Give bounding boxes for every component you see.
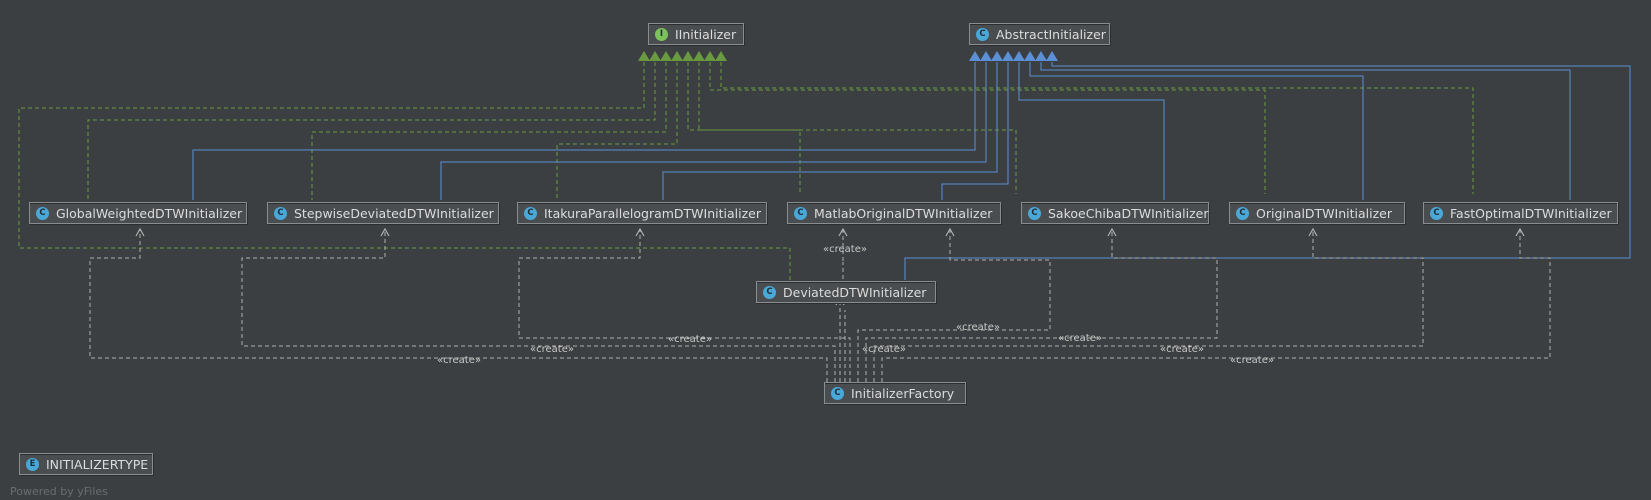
create-edges xyxy=(89,229,1551,382)
class-name: DeviatedDTWInitializer xyxy=(783,284,927,300)
class-node-original[interactable]: C OriginalDTWInitializer xyxy=(1229,202,1405,224)
create-arrowheads xyxy=(135,227,1525,306)
class-node-stepwise-deviated[interactable]: C StepwiseDeviatedDTWInitializer xyxy=(267,202,499,224)
class-node-sakoe-chiba[interactable]: C SakoeChibaDTWInitializer xyxy=(1021,202,1209,224)
class-node-abstract-initializer[interactable]: C AbstractInitializer xyxy=(969,23,1110,45)
class-name: FastOptimalDTWInitializer xyxy=(1450,205,1612,221)
class-icon: C xyxy=(1236,206,1249,220)
class-icon: C xyxy=(976,27,989,41)
implements-arrowheads xyxy=(638,51,727,61)
class-name: AbstractInitializer xyxy=(996,26,1106,42)
enum-name: INITIALIZERTYPE xyxy=(46,456,149,472)
class-icon: C xyxy=(763,285,776,299)
class-node-initializer-factory[interactable]: C InitializerFactory xyxy=(824,382,966,404)
class-icon: C xyxy=(1430,206,1443,220)
class-node-iinitializer[interactable]: I IInitializer xyxy=(648,23,744,45)
implements-edges xyxy=(18,62,1474,280)
class-icon: C xyxy=(36,206,49,220)
create-label: «create» xyxy=(437,355,481,366)
class-name: InitializerFactory xyxy=(851,385,955,401)
create-label: «create» xyxy=(862,344,906,355)
extends-arrowheads xyxy=(969,51,1058,61)
class-name: OriginalDTWInitializer xyxy=(1256,205,1392,221)
class-icon: C xyxy=(524,206,537,220)
class-name: StepwiseDeviatedDTWInitializer xyxy=(294,205,494,221)
class-name: ItakuraParallelogramDTWInitializer xyxy=(544,205,761,221)
class-name: IInitializer xyxy=(675,26,737,42)
class-icon: C xyxy=(794,206,807,220)
create-label: «create» xyxy=(1058,333,1102,344)
extends-edges xyxy=(192,62,1631,280)
class-node-itakura-parallelogram[interactable]: C ItakuraParallelogramDTWInitializer xyxy=(517,202,767,224)
class-icon: C xyxy=(831,386,844,400)
class-node-fast-optimal[interactable]: C FastOptimalDTWInitializer xyxy=(1423,202,1618,224)
powered-by-footer: Powered by yFiles xyxy=(10,485,108,498)
create-label: «create» xyxy=(530,344,574,355)
class-icon: C xyxy=(274,206,287,220)
class-icon: C xyxy=(1028,206,1041,220)
class-node-matlab-original[interactable]: C MatlabOriginalDTWInitializer xyxy=(787,202,1001,224)
create-label: «create» xyxy=(956,322,1000,333)
create-label: «create» xyxy=(823,244,867,255)
create-label: «create» xyxy=(1160,344,1204,355)
class-name: MatlabOriginalDTWInitializer xyxy=(814,205,993,221)
class-node-deviated[interactable]: C DeviatedDTWInitializer xyxy=(756,281,936,303)
class-node-global-weighted[interactable]: C GlobalWeightedDTWInitializer xyxy=(29,202,247,224)
create-label: «create» xyxy=(1230,355,1274,366)
class-name: GlobalWeightedDTWInitializer xyxy=(56,205,243,221)
class-name: SakoeChibaDTWInitializer xyxy=(1048,205,1209,221)
create-label: «create» xyxy=(668,334,712,345)
interface-icon: I xyxy=(655,27,668,41)
enum-node-initializer-type[interactable]: E INITIALIZERTYPE xyxy=(19,453,153,475)
enum-icon: E xyxy=(26,457,39,471)
